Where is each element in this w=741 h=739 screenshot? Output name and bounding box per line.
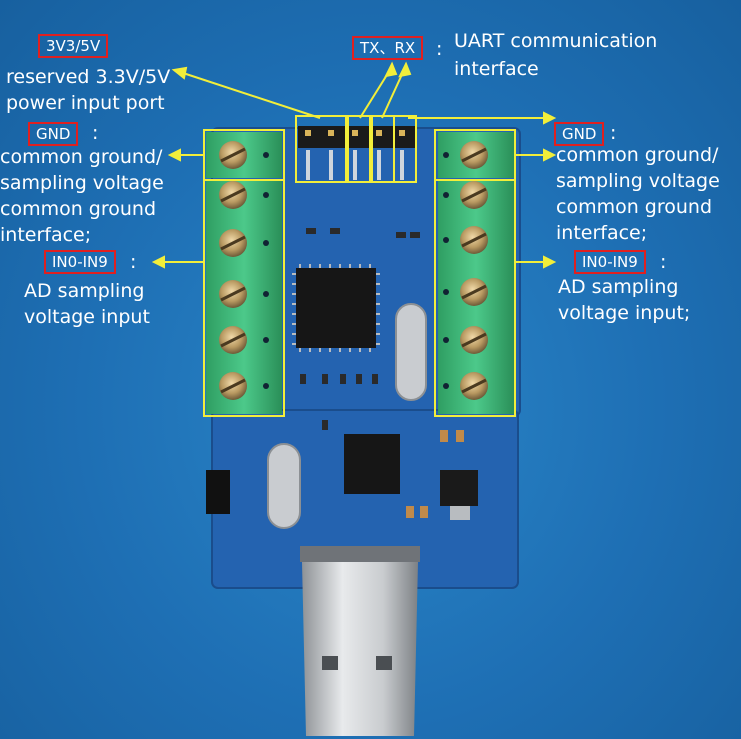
ad-right-line2: voltage input; [558, 302, 691, 324]
boot-jumper [206, 470, 230, 514]
gnd-tag-left: GND [28, 122, 79, 146]
gnd-tag-right: GND [554, 122, 605, 146]
left-screw [219, 141, 247, 400]
pin-header [298, 126, 416, 180]
in-tag-right: IN0-IN9 [574, 250, 646, 274]
gnd-colon-left: : [92, 122, 99, 144]
gnd-right-line1: common ground/ [556, 144, 719, 166]
microcontroller-chip [292, 264, 380, 352]
usb-plug [300, 546, 420, 736]
gnd-left-line4: interface; [0, 224, 92, 246]
right-terminal-block [438, 132, 514, 414]
crystal-y2 [267, 443, 301, 529]
uart-label-line2: interface [454, 58, 539, 80]
txrx-tag: TX、RX [352, 36, 424, 60]
ad-right-line1: AD sampling [558, 276, 679, 298]
ad-left-line2: voltage input [24, 306, 150, 328]
gnd-left-line3: common ground [0, 198, 157, 220]
ad-left-line1: AD sampling [24, 280, 145, 302]
power-tag: 3V3/5V [38, 34, 109, 58]
txrx-colon: : [436, 38, 443, 60]
in-colon-right: : [660, 251, 667, 273]
gnd-left-line2: sampling voltage [0, 172, 164, 194]
gnd-right-line3: common ground [556, 196, 713, 218]
power-label-line2: power input port [6, 92, 165, 114]
in-tag-left: IN0-IN9 [44, 250, 116, 274]
gnd-right-line4: interface; [556, 222, 648, 244]
uart-label-line1: UART communication [454, 30, 658, 52]
voltage-regulator [440, 470, 478, 520]
gnd-colon-right: : [610, 122, 617, 144]
right-screw [460, 141, 488, 400]
crystal-y1 [395, 303, 427, 401]
in-colon-left: : [130, 251, 137, 273]
left-terminal-block [206, 132, 282, 414]
smd-components [300, 228, 464, 518]
usb-bridge-chip [344, 434, 400, 494]
callout-arrows [151, 61, 557, 269]
highlight-boxes [203, 115, 516, 417]
gnd-right-line2: sampling voltage [556, 170, 720, 192]
power-label-line1: reserved 3.3V/5V [6, 66, 171, 88]
gnd-left-line1: common ground/ [0, 146, 163, 168]
